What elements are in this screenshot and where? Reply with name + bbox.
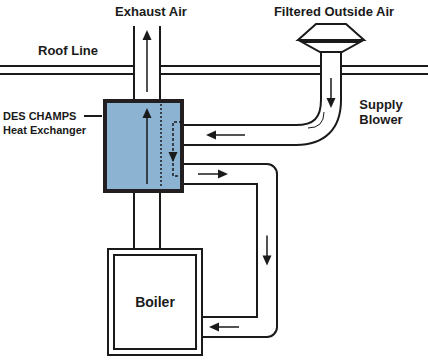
intake-hood xyxy=(298,24,364,52)
node-text: DES CHAMPS Heat Exchanger xyxy=(3,109,97,137)
intake-pipe xyxy=(184,44,336,140)
leader-line xyxy=(84,115,102,117)
roof-line xyxy=(0,65,428,67)
text-label: Filtered Outside Air xyxy=(250,4,418,19)
text-label: Roof Line xyxy=(38,43,128,58)
heat-exchanger: DES CHAMPS Heat Exchanger xyxy=(3,99,185,193)
text-label: Supply Blower xyxy=(345,97,417,127)
heat-exchanger-box xyxy=(103,99,184,193)
roof-line xyxy=(0,73,428,75)
exhaust-pipe xyxy=(143,26,152,99)
node-text: Boiler xyxy=(135,293,175,311)
pipe-connector xyxy=(147,193,148,248)
text-label: Exhaust Air xyxy=(107,4,195,19)
boiler-box: Boiler xyxy=(107,248,203,356)
